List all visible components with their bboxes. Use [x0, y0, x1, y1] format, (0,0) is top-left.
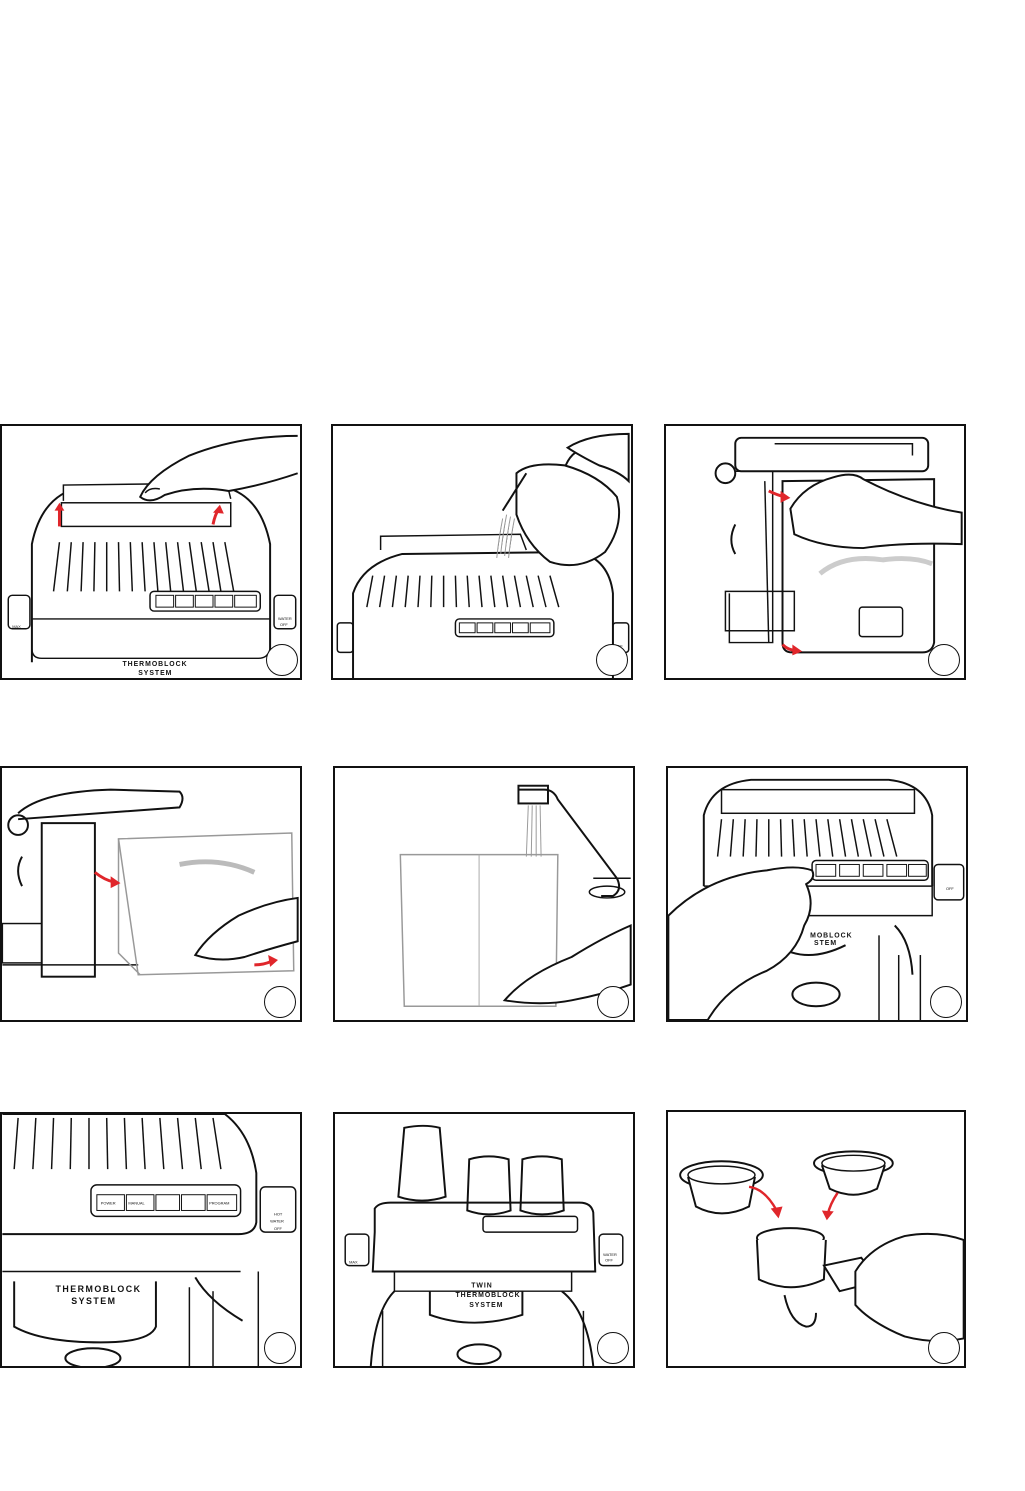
stem-label: STEM [814, 940, 837, 947]
step-number-circle [928, 644, 960, 676]
max-label: MAX [12, 624, 21, 629]
panel-9-filter-baskets [666, 1110, 966, 1368]
thermoblock-label: THERMOBLOCK [455, 1292, 520, 1299]
off-label: OFF [280, 622, 288, 627]
step-number-circle [928, 1332, 960, 1364]
manual-label: MANUAL [128, 1201, 145, 1206]
panel-6-press-power: OFF MOBLOCK STEM [666, 766, 968, 1022]
thermoblock-label: THERMOBLOCK [122, 661, 187, 668]
fill-tank-illustration [399, 784, 632, 1007]
panel-8-cups-tray: WATER OFF MAX TWIN THERMOBLOCK SYSTEM [333, 1112, 635, 1368]
off-label: OFF [605, 1258, 613, 1263]
panel-7-control-closeup: POWER MANUAL PROGRAM HOT WATER OFF THERM… [0, 1112, 302, 1368]
max-label: MAX [349, 1260, 358, 1265]
step-number-circle [264, 1332, 296, 1364]
remove-tank-illustration [714, 436, 963, 656]
step-number-circle [597, 1332, 629, 1364]
hot-label: HOT [274, 1211, 283, 1216]
step-number-circle [264, 986, 296, 1018]
panel-5-fill-tank [333, 766, 635, 1022]
step-number-circle [266, 644, 298, 676]
press-power-illustration: OFF MOBLOCK STEM [668, 778, 965, 1020]
panel-4-slide-tank [0, 766, 302, 1022]
panel-3-remove-tank [664, 424, 966, 680]
twin-label: TWIN [471, 1282, 493, 1289]
step-number-circle [597, 986, 629, 1018]
slide-tank-illustration [2, 788, 299, 978]
control-closeup-illustration: POWER MANUAL PROGRAM HOT WATER OFF THERM… [2, 1114, 297, 1366]
lift-lid-illustration: THERMOBLOCK SYSTEM WATER OFF MAX [7, 434, 298, 677]
thermoblock-label: THERMOBLOCK [56, 1284, 142, 1294]
water-label: WATER [603, 1252, 617, 1257]
system-label: SYSTEM [71, 1296, 116, 1306]
panel-1-lift-lid: THERMOBLOCK SYSTEM WATER OFF MAX [0, 424, 302, 680]
water-label: WATER [278, 616, 292, 621]
power-label: POWER [101, 1201, 116, 1206]
program-label: PROGRAM [209, 1201, 229, 1206]
cups-tray-illustration: WATER OFF MAX TWIN THERMOBLOCK SYSTEM [344, 1124, 624, 1366]
system-label: SYSTEM [138, 670, 172, 677]
step-number-circle [596, 644, 628, 676]
pour-water-illustration: OFF [336, 432, 630, 678]
system-label: SYSTEM [469, 1302, 503, 1309]
step-number-circle [930, 986, 962, 1018]
water-label: WATER [270, 1218, 284, 1223]
off-label: OFF [274, 1226, 282, 1231]
panel-2-pour-water: OFF [331, 424, 633, 680]
filter-baskets-illustration [679, 1150, 964, 1342]
moblock-label: MOBLOCK [810, 932, 852, 939]
off-label: OFF [946, 886, 954, 891]
